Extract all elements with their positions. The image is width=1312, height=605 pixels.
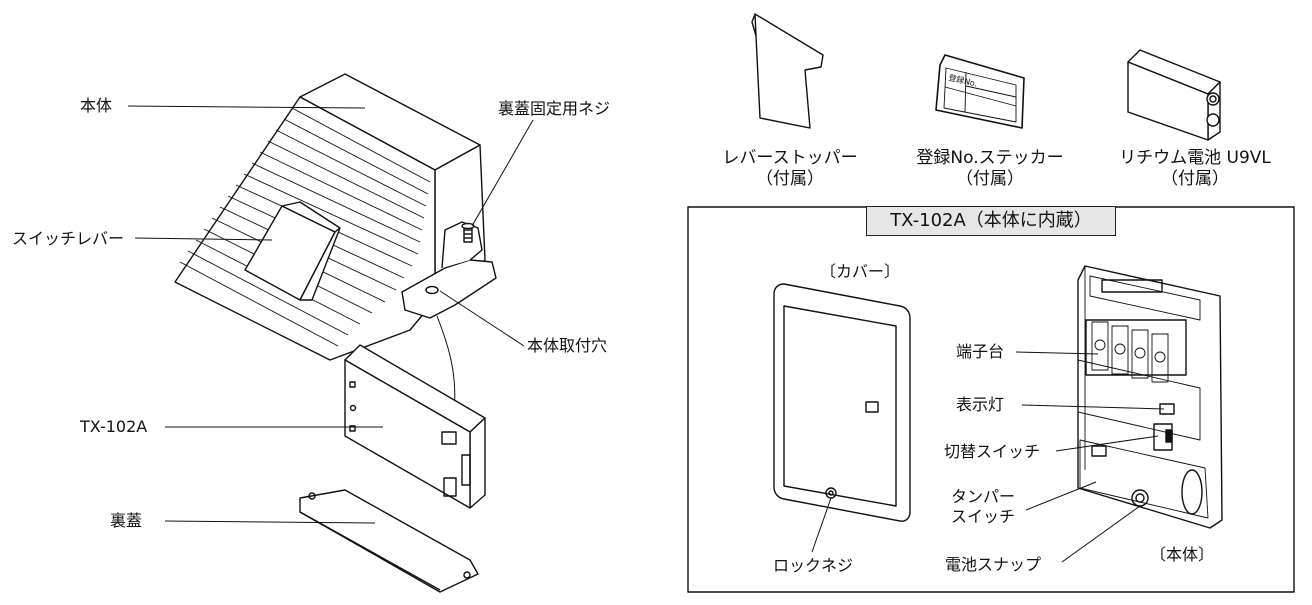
label-terminal-block: 端子台 bbox=[956, 342, 1005, 361]
inset-body-drawing bbox=[1077, 265, 1223, 529]
lithium-battery-drawing bbox=[1127, 49, 1221, 141]
label-tamper-switch-line1: タンパー bbox=[950, 487, 1015, 506]
leader-lines-left bbox=[127, 105, 534, 524]
label-back-cover: 裏蓋 bbox=[110, 511, 143, 530]
label-module: TX-102A bbox=[80, 417, 148, 436]
caption-lever-stopper: レバーストッパー （付属） bbox=[700, 148, 880, 190]
detector-body-drawing bbox=[174, 73, 486, 361]
label-tamper-switch: タンパー スイッチ bbox=[942, 487, 1024, 527]
label-lock-screw: ロックネジ bbox=[773, 556, 854, 575]
label-body: 本体 bbox=[80, 96, 113, 115]
leader-lines-inset bbox=[811, 351, 1165, 563]
mount-bracket-drawing bbox=[401, 221, 497, 431]
lever-stopper-drawing bbox=[751, 13, 824, 129]
label-indicator-lamp: 表示灯 bbox=[956, 395, 1005, 414]
caption-lever-stopper-note: （付属） bbox=[756, 169, 824, 189]
module-drawing bbox=[344, 344, 486, 509]
caption-battery-note: （付属） bbox=[1161, 169, 1229, 189]
cover-drawing bbox=[773, 283, 911, 522]
caption-battery-name: リチウム電池 U9VL bbox=[1119, 148, 1271, 168]
caption-lever-stopper-name: レバーストッパー bbox=[722, 148, 858, 168]
label-cover: 〔カバー〕 bbox=[820, 262, 901, 281]
label-switch-lever: スイッチレバー bbox=[12, 229, 125, 248]
label-mount-hole: 本体取付穴 bbox=[527, 336, 608, 355]
label-inset-body: 〔本体〕 bbox=[1150, 545, 1215, 564]
back-cover-drawing bbox=[299, 489, 479, 593]
caption-sticker-name: 登録No.ステッカー bbox=[916, 148, 1064, 168]
caption-battery: リチウム電池 U9VL （付属） bbox=[1090, 148, 1300, 190]
sticker-drawing bbox=[935, 54, 1025, 129]
caption-sticker-note: （付属） bbox=[956, 169, 1024, 189]
label-tamper-switch-line2: スイッチ bbox=[950, 507, 1015, 526]
label-selector-switch: 切替スイッチ bbox=[944, 442, 1041, 461]
label-battery-snap: 電池スナップ bbox=[945, 555, 1042, 574]
caption-sticker: 登録No.ステッカー （付属） bbox=[895, 148, 1085, 190]
inset-title: TX-102A（本体に内蔵） bbox=[866, 206, 1116, 236]
label-back-cover-screw: 裏蓋固定用ネジ bbox=[498, 99, 611, 118]
